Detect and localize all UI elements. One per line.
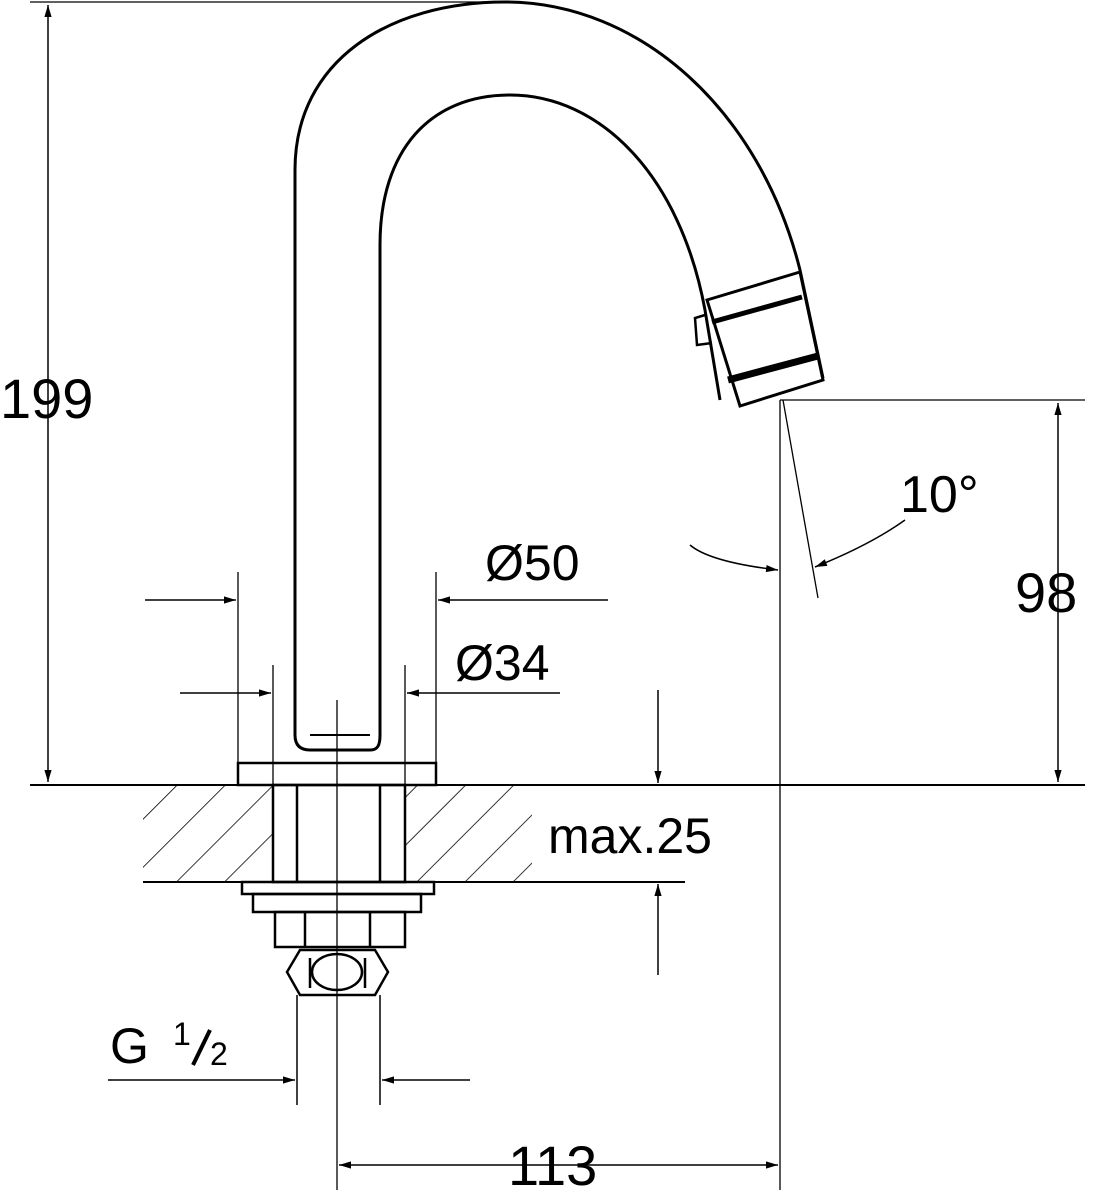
dim-base-diameter: Ø50 [485,535,580,591]
dim-spout-height: 98 [1015,561,1077,624]
dim-total-height: 199 [0,367,93,430]
extension-lines [30,1,1085,1190]
dim-thread-num: 1 [173,1016,191,1052]
dim-pipe-diameter: Ø34 [455,635,550,691]
dim-thread-g: G [110,1018,149,1074]
thread-fraction-slash [191,1029,212,1066]
deck-section [30,784,1085,883]
faucet-body [236,0,825,787]
dimension-lines [44,4,1062,1169]
dim-spout-angle: 10° [900,466,979,524]
dim-thread-den: 2 [210,1036,228,1072]
dimension-labels: 199 98 10° Ø50 Ø34 max.25 113 G 1 2 [0,367,1077,1197]
dim-max-deck-thickness: max.25 [548,808,712,864]
dim-projection: 113 [508,1134,597,1197]
